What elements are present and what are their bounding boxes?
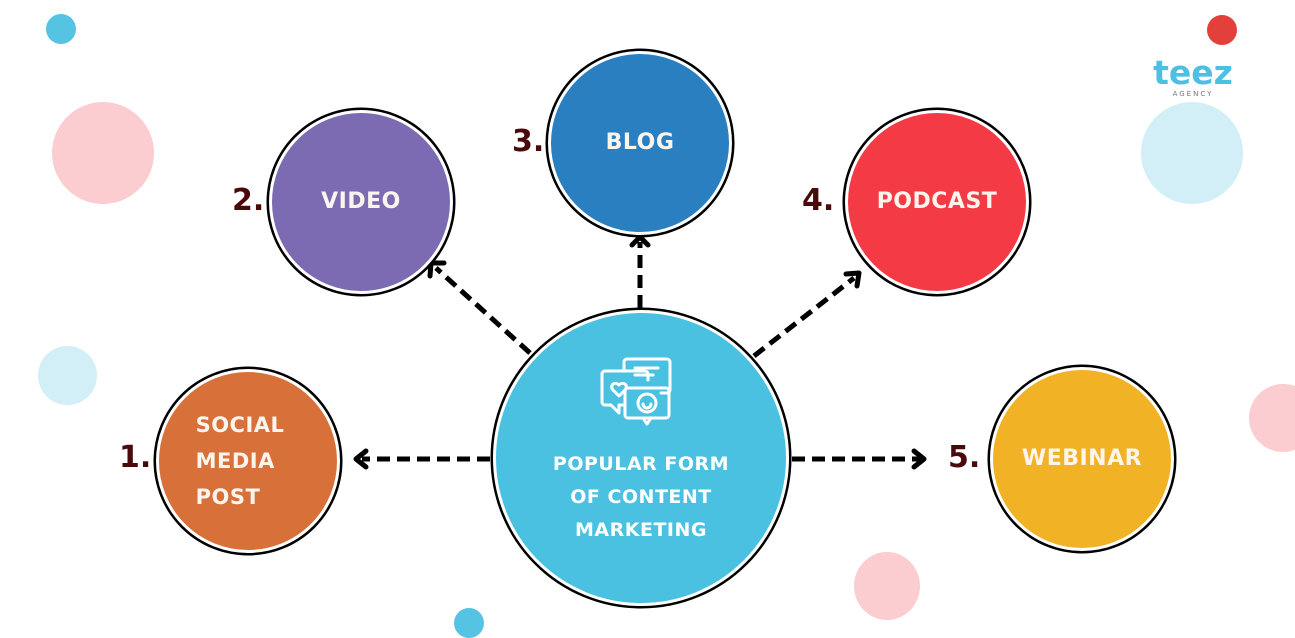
node-label-blog: BLOG — [605, 130, 675, 155]
decor-circle-lightblue-right — [1141, 102, 1243, 204]
arrowhead-video — [427, 260, 447, 279]
item-number-4: 4. — [802, 183, 835, 218]
decor-circle-pink-left — [52, 102, 154, 204]
item-number-5: 5. — [948, 440, 981, 475]
node-webinar: WEBINAR — [990, 367, 1174, 551]
arrow-line-to-video — [434, 266, 532, 355]
arrowhead-blog — [629, 234, 651, 248]
chat-bubbles-icon — [600, 357, 672, 426]
center-node: POPULAR FORM OF CONTENT MARKETING — [493, 310, 789, 606]
node-blog: BLOG — [548, 51, 732, 235]
node-video: VIDEO — [269, 110, 453, 294]
arrowhead-podcast — [843, 270, 862, 289]
decor-circle-lightblue-left — [38, 346, 97, 405]
node-label-webinar: WEBINAR — [1021, 446, 1143, 471]
decor-circle-blue-top-left — [46, 14, 76, 44]
item-number-2: 2. — [232, 183, 265, 218]
arrow-line-to-podcast — [752, 276, 856, 358]
arrowhead-social — [353, 448, 369, 470]
arrowhead-webinar — [911, 448, 927, 470]
brand-logo: teez AGENCY — [1152, 53, 1234, 99]
node-label-video: VIDEO — [321, 189, 401, 214]
decor-circle-pink-right-edge — [1249, 384, 1295, 452]
node-label-podcast: PODCAST — [876, 189, 998, 214]
logo-wordmark: teez — [1153, 53, 1233, 92]
node-social-media-post: SOCIAL MEDIA POST — [156, 369, 340, 553]
item-number-3: 3. — [512, 124, 545, 159]
item-number-1: 1. — [119, 440, 152, 475]
decor-circle-pink-bottom — [854, 552, 920, 620]
node-podcast: PODCAST — [845, 110, 1029, 294]
center-label: POPULAR FORM OF CONTENT MARKETING — [552, 453, 730, 541]
node-label-social-media-post: SOCIAL MEDIA POST — [195, 413, 285, 509]
decor-circle-red-top-right — [1207, 15, 1237, 45]
logo-subtitle: AGENCY — [1172, 90, 1214, 98]
